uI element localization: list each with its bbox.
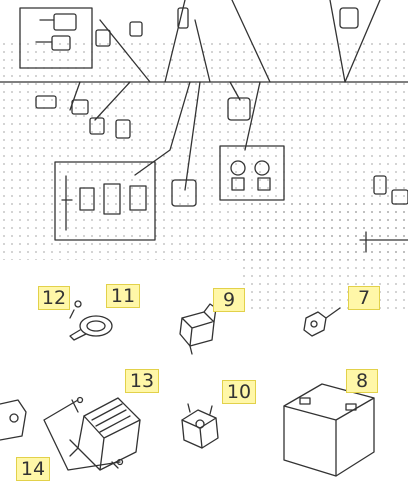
connector-detail-box xyxy=(219,145,285,201)
connector xyxy=(103,183,121,215)
harness-branch xyxy=(194,19,211,83)
harness-branch xyxy=(359,231,408,253)
connector xyxy=(257,177,271,191)
part-11-horn xyxy=(69,315,113,341)
connector xyxy=(231,177,245,191)
connector xyxy=(129,21,143,37)
harness-branch xyxy=(35,19,55,43)
part-12-screw xyxy=(69,300,82,319)
part-10-starter-relay xyxy=(181,403,219,449)
mounting-hole xyxy=(9,413,19,423)
connector xyxy=(391,189,408,205)
connector xyxy=(115,119,131,139)
connector xyxy=(53,13,77,31)
part-14-bolt xyxy=(76,396,84,404)
harness-branch xyxy=(229,81,241,101)
part-14-leader-line xyxy=(43,399,121,471)
harness-branch xyxy=(164,0,186,83)
callout-11[interactable]: 11 xyxy=(106,284,140,308)
connector xyxy=(373,175,387,195)
harness-branch xyxy=(244,81,261,151)
harness-branch xyxy=(184,81,201,191)
callout-14[interactable]: 14 xyxy=(16,457,50,481)
part-14-bolt xyxy=(116,458,124,466)
callout-7[interactable]: 7 xyxy=(348,286,380,310)
connector xyxy=(227,97,251,121)
part-13-regulator xyxy=(69,397,141,471)
part-9-relay xyxy=(179,303,217,355)
callout-12[interactable]: 12 xyxy=(38,286,70,310)
connector-detail-box xyxy=(19,7,93,69)
mounting-bracket xyxy=(0,399,27,441)
part-7-sensor xyxy=(303,307,341,337)
callout-13[interactable]: 13 xyxy=(125,369,159,393)
harness-branch xyxy=(94,81,131,121)
part-8-battery xyxy=(283,383,375,477)
harness-branch xyxy=(61,175,73,231)
harness-branch xyxy=(134,81,191,176)
harness-branch xyxy=(329,0,346,83)
connector xyxy=(129,185,147,211)
callout-10[interactable]: 10 xyxy=(222,380,256,404)
connector xyxy=(71,99,89,115)
connector xyxy=(171,179,197,207)
callout-8[interactable]: 8 xyxy=(346,369,378,393)
connector xyxy=(51,35,71,51)
harness-dot-field-right xyxy=(240,200,408,310)
harness-branch xyxy=(231,0,271,83)
connector xyxy=(95,29,111,47)
connector xyxy=(230,160,246,176)
connector-detail-box xyxy=(54,161,156,241)
connector xyxy=(339,7,359,29)
connector xyxy=(89,117,105,135)
connector xyxy=(35,95,57,109)
callout-9[interactable]: 9 xyxy=(213,288,245,312)
connector xyxy=(79,187,95,211)
connector xyxy=(254,160,270,176)
connector xyxy=(177,7,189,29)
harness-branch xyxy=(344,0,381,83)
